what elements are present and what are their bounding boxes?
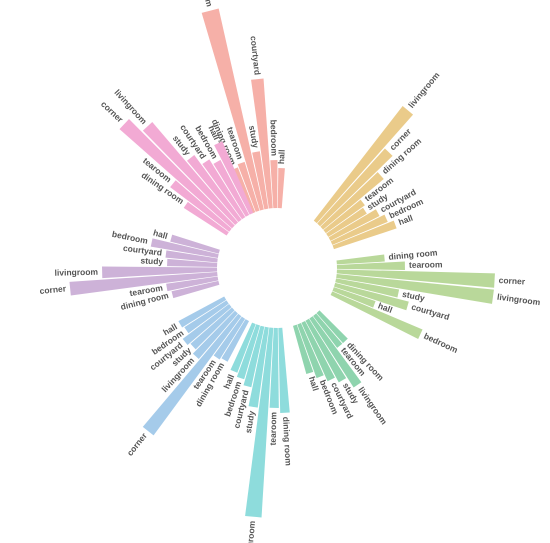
- bar: [221, 319, 250, 362]
- bar: [336, 273, 494, 304]
- bar-label: hall: [307, 375, 321, 392]
- bar-label: livingroom: [496, 292, 541, 308]
- bar-label: livingroom: [356, 385, 389, 427]
- bar-label: dining room: [281, 416, 294, 466]
- bar: [252, 151, 269, 210]
- bar: [332, 220, 397, 250]
- bar: [332, 287, 376, 308]
- bar: [201, 8, 264, 211]
- bar: [213, 159, 250, 217]
- bar-group: dining roomtearoomcornerlivingroomstudyc…: [125, 296, 250, 458]
- bar: [237, 161, 260, 212]
- bar-group: dining roomtearoomlivingroomstudycourtya…: [221, 322, 294, 543]
- bar: [190, 307, 235, 350]
- bar: [305, 318, 347, 383]
- bar-label: tearoom: [409, 259, 443, 270]
- bar: [334, 282, 409, 311]
- bar-label: livingroom: [406, 70, 442, 110]
- bar-label: corner: [125, 430, 150, 458]
- bar: [214, 141, 254, 215]
- bar: [270, 160, 278, 209]
- bar: [251, 78, 273, 209]
- bar: [309, 316, 362, 388]
- bar-label: tearoom: [268, 411, 279, 445]
- bar: [248, 326, 269, 408]
- bar: [336, 261, 405, 270]
- bar: [320, 172, 384, 230]
- bar: [102, 266, 218, 279]
- bar-group: dining roomtearoomcornerlivingroomstudyc…: [39, 227, 220, 312]
- bar-label: study: [401, 289, 426, 304]
- bar-label: livingroom: [243, 520, 257, 543]
- bar: [293, 324, 314, 375]
- bar: [243, 325, 265, 388]
- bar-label: bedroom: [268, 120, 279, 157]
- bar: [142, 313, 242, 436]
- bar: [184, 300, 229, 334]
- bar: [335, 278, 400, 298]
- bar: [119, 119, 235, 229]
- bar: [178, 296, 227, 328]
- bar-label: study: [247, 125, 261, 149]
- bar: [170, 234, 220, 254]
- bar: [166, 276, 219, 292]
- bar: [269, 327, 279, 408]
- bar: [230, 322, 256, 373]
- bar: [313, 313, 343, 348]
- bar: [297, 323, 324, 379]
- bar-label: courtyard: [249, 35, 263, 75]
- bar: [236, 324, 261, 380]
- bar: [213, 316, 246, 360]
- bar: [192, 310, 238, 359]
- bar: [330, 214, 388, 245]
- bar-label: livingroom: [54, 267, 98, 278]
- bar: [245, 327, 274, 518]
- bar: [336, 254, 385, 265]
- bar: [277, 168, 285, 209]
- bar-label: study: [243, 410, 257, 434]
- bar-group: dining roomtearoomlivingroomstudycourtya…: [194, 0, 287, 214]
- bar: [317, 148, 393, 227]
- bar: [202, 159, 246, 220]
- bar: [187, 155, 242, 223]
- bar-label: dining room: [388, 247, 438, 262]
- bar: [328, 209, 380, 241]
- bar: [330, 291, 423, 339]
- bar-label: livingroom: [194, 0, 215, 8]
- bar: [336, 269, 495, 288]
- bar: [326, 207, 367, 237]
- bar: [278, 327, 290, 413]
- bar: [183, 201, 229, 236]
- bar-label: hall: [397, 213, 414, 227]
- bar: [150, 238, 219, 258]
- bar-label: hall: [377, 300, 394, 314]
- bar: [171, 280, 220, 299]
- bar: [170, 180, 232, 232]
- bar-group: dining roomtearoomcornerlivingroomstudyc…: [99, 87, 254, 236]
- bar-label: hall: [276, 149, 287, 164]
- bar-label: bedroom: [422, 331, 460, 356]
- bar-label: corner: [39, 283, 67, 296]
- bar: [182, 304, 232, 345]
- bar: [301, 321, 335, 382]
- bar: [323, 199, 365, 234]
- bar: [313, 106, 414, 224]
- bar-label: courtyard: [410, 302, 450, 323]
- bar: [316, 310, 348, 344]
- bar: [69, 271, 218, 296]
- bar-group: dining roomtearoomlivingroomstudycourtya…: [293, 310, 389, 427]
- bar-label: corner: [498, 275, 526, 287]
- bar: [165, 250, 218, 263]
- bar: [142, 122, 239, 226]
- bar: [167, 258, 218, 267]
- bar-label: study: [140, 255, 163, 266]
- bar-label: hall: [152, 227, 169, 241]
